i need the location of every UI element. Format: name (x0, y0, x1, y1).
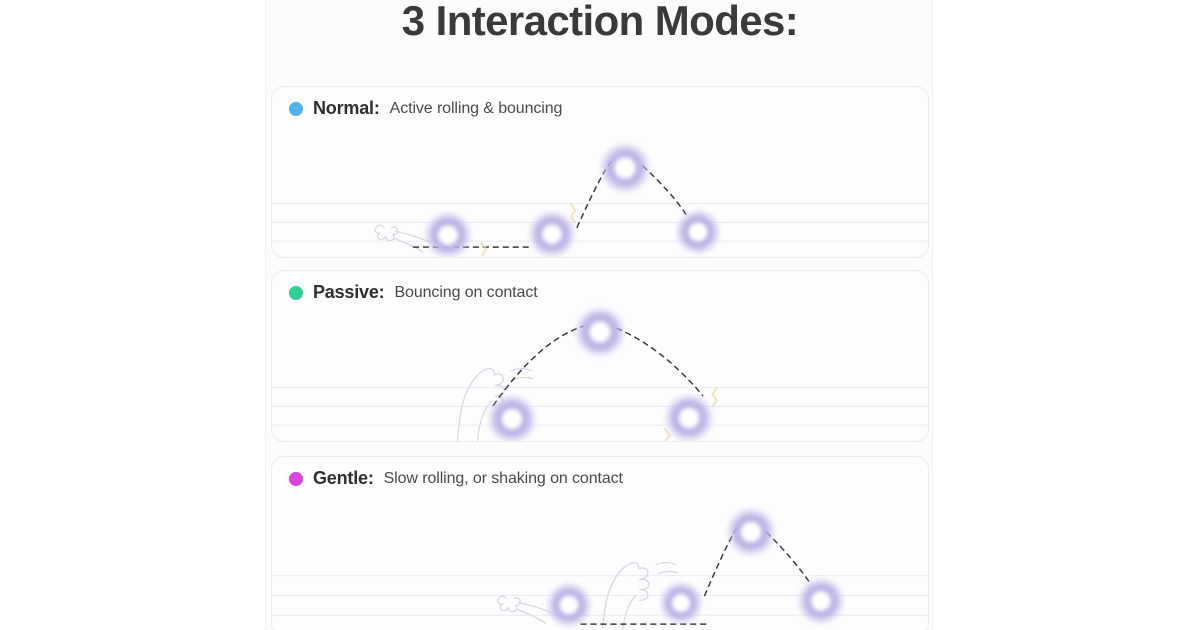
ball (663, 392, 715, 441)
card-header-passive: Passive: Bouncing on contact (289, 282, 538, 303)
card-header-normal: Normal: Active rolling & bouncing (289, 98, 562, 119)
ball (486, 393, 538, 441)
ball (527, 209, 577, 257)
ball (573, 305, 627, 359)
status-dot-icon (289, 101, 303, 116)
mode-card-passive[interactable]: Passive: Bouncing on contact (271, 270, 929, 442)
mode-description: Active rolling & bouncing (389, 99, 563, 117)
ball (598, 141, 652, 195)
mode-card-normal[interactable]: Normal: Active rolling & bouncing (271, 86, 929, 258)
status-dot-icon (289, 285, 303, 300)
page-title: 3 Interaction Modes: (401, 0, 799, 44)
mode-description: Bouncing on contact (394, 283, 538, 301)
guide-lines (272, 387, 928, 426)
guide-lines (272, 203, 928, 242)
ball (674, 208, 722, 256)
ball (423, 210, 473, 257)
ball-layer-gentle (272, 457, 928, 630)
ball (725, 506, 777, 558)
ball-layer-normal (272, 87, 928, 257)
ball (796, 576, 846, 626)
ball-layer-passive (272, 271, 928, 441)
sparkles-normal (480, 202, 577, 257)
tap-paw-icon (601, 561, 679, 630)
status-dot-icon (289, 471, 303, 486)
mode-card-gentle[interactable]: Gentle: Slow rolling, or shaking on cont… (271, 456, 929, 630)
mode-label: Passive: (313, 282, 385, 302)
ball (658, 580, 704, 626)
card-header-gentle: Gentle: Slow rolling, or shaking on cont… (289, 468, 623, 489)
mode-label: Gentle: (313, 468, 374, 488)
mode-description: Slow rolling, or shaking on contact (383, 469, 623, 487)
ball (545, 581, 593, 629)
mode-label: Normal: (313, 98, 380, 118)
